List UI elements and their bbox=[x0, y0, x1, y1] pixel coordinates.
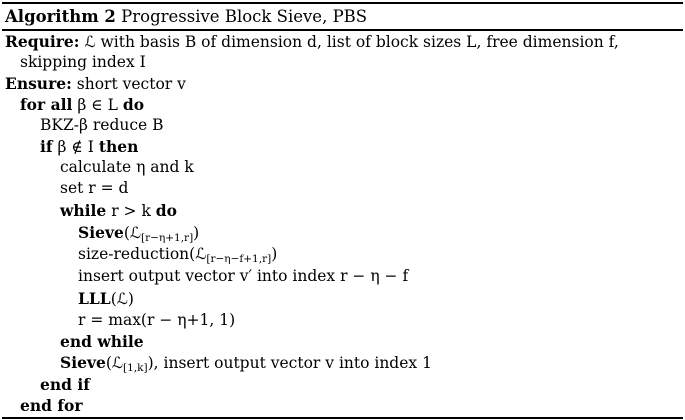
sieve-arg-2: (ℒ bbox=[105, 354, 124, 372]
line-end-while: end while bbox=[60, 331, 144, 352]
line-sieve-1: Sieve(ℒ[r−η+1,r]) bbox=[78, 222, 199, 243]
end-if-keyword: end if bbox=[40, 375, 90, 394]
line-for-all: for all β ∈ L do bbox=[20, 94, 144, 115]
size-reduction-tail: ) bbox=[271, 245, 278, 263]
line-set: set r = d bbox=[60, 178, 128, 199]
size-reduction-text: size-reduction(ℒ bbox=[78, 245, 207, 263]
lll-keyword: LLL bbox=[78, 289, 111, 308]
algorithm-name: Progressive Block Sieve, PBS bbox=[121, 7, 368, 26]
line-while: while r > k do bbox=[60, 200, 177, 221]
calculate-text: calculate η and k bbox=[60, 158, 194, 176]
then-keyword: then bbox=[98, 137, 139, 156]
bkz-text: BKZ-β reduce B bbox=[40, 116, 164, 134]
sieve-keyword-2: Sieve bbox=[60, 353, 106, 372]
end-for-keyword: end for bbox=[20, 396, 83, 415]
while-condition: r > k bbox=[111, 202, 151, 220]
ensure-keyword: Ensure: bbox=[5, 74, 72, 93]
line-end-if: end if bbox=[40, 374, 90, 395]
algorithm-label: Algorithm 2 bbox=[5, 7, 116, 26]
line-lll: LLL(ℒ) bbox=[78, 288, 134, 309]
while-keyword: while bbox=[60, 201, 107, 220]
set-text: set r = d bbox=[60, 179, 129, 197]
line-update-r: r = max(r − η+1, 1) bbox=[78, 310, 235, 331]
title-rule bbox=[2, 29, 683, 31]
if-keyword: if bbox=[40, 137, 53, 156]
require-text-1: ℒ with basis B of dimension d, list of b… bbox=[84, 33, 619, 51]
line-end-for: end for bbox=[20, 395, 83, 416]
lll-arg: (ℒ) bbox=[110, 290, 134, 308]
insert-text: insert output vector v′ into index r − η… bbox=[78, 267, 409, 285]
line-ensure: Ensure: short vector v bbox=[5, 73, 186, 94]
line-bkz: BKZ-β reduce B bbox=[40, 115, 164, 136]
for-all-keyword: for all bbox=[20, 95, 73, 114]
top-rule bbox=[2, 2, 683, 4]
line-require-2: skipping index I bbox=[20, 52, 146, 73]
ensure-text: short vector v bbox=[76, 75, 186, 93]
require-keyword: Require: bbox=[5, 32, 80, 51]
line-calculate: calculate η and k bbox=[60, 157, 194, 178]
sieve-keyword-1: Sieve bbox=[78, 223, 124, 242]
sieve-subscript-1: [r−η+1,r] bbox=[141, 232, 194, 244]
for-all-condition: β ∈ L bbox=[77, 96, 118, 114]
line-sieve-2: Sieve(ℒ[1,k]), insert output vector v in… bbox=[60, 352, 432, 373]
end-while-keyword: end while bbox=[60, 332, 144, 351]
sieve-arg-1: (ℒ bbox=[123, 224, 142, 242]
require-text-2: skipping index I bbox=[20, 53, 146, 71]
sieve-tail-1: ) bbox=[193, 224, 200, 242]
line-require-1: Require: ℒ with basis B of dimension d, … bbox=[5, 31, 619, 52]
line-if: if β ∉ I then bbox=[40, 136, 138, 157]
update-r-text: r = max(r − η+1, 1) bbox=[78, 311, 236, 329]
algorithm-title: Algorithm 2 Progressive Block Sieve, PBS bbox=[5, 4, 367, 29]
while-do-keyword: do bbox=[155, 201, 177, 220]
if-condition: β ∉ I bbox=[57, 138, 94, 156]
sieve-tail-2: ), insert output vector v into index 1 bbox=[147, 354, 432, 372]
line-insert: insert output vector v′ into index r − η… bbox=[78, 266, 408, 287]
size-reduction-subscript: [r−η−f+1,r] bbox=[206, 253, 272, 265]
sieve-subscript-2: [1,k] bbox=[123, 362, 148, 374]
do-keyword: do bbox=[122, 95, 145, 114]
line-size-reduction: size-reduction(ℒ[r−η−f+1,r]) bbox=[78, 244, 277, 265]
bottom-rule bbox=[2, 417, 683, 419]
